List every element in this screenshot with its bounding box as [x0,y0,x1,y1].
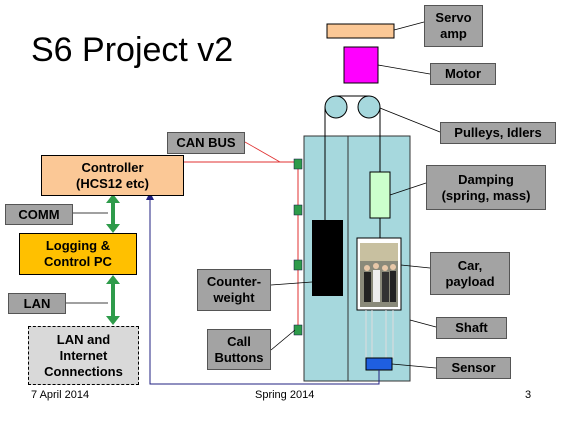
feedback-line [149,198,380,385]
lan-internet-label: LAN and Internet Connections [44,331,123,379]
controller-box: Controller (HCS12 etc) [41,155,184,196]
call-button-1 [293,158,303,170]
footer-center: Spring 2014 [255,389,315,401]
servo-amp-label: Servo amp [435,10,472,41]
footer-date: 7 April 2014 [31,389,90,401]
pulleys-box: Pulleys, Idlers [440,122,556,144]
logging-pc-box: Logging & Control PC [19,233,137,275]
lan-internet-box: LAN and Internet Connections [28,326,139,385]
call-buttons-label: Call Buttons [214,333,264,365]
call-button-3 [293,259,303,271]
damping-label: Damping (spring, mass) [441,171,531,203]
comm-box: COMM [5,204,73,225]
logging-pc-label: Logging & Control PC [44,238,112,269]
page-number: 3 [525,389,532,401]
comm-label: COMM [18,206,60,222]
lan-label: LAN [23,295,51,311]
shaft-box: Shaft [436,317,507,339]
slide-title: S6 Project v2 [31,31,234,69]
pulley-left [324,95,348,119]
can-bus-box: CAN BUS [167,132,245,154]
call-buttons-box: Call Buttons [207,329,271,370]
sensor-label: Sensor [451,360,496,375]
motor-block [343,46,379,84]
car-payload-label: Car, payload [445,257,495,289]
servo-amp-box: Servo amp [424,5,483,47]
shaft-label: Shaft [455,320,488,335]
counterweight-block [312,220,343,296]
servo-amp-block [326,23,395,39]
sensor-box: Sensor [436,357,511,379]
counterweight-label: Counter- weight [206,274,262,305]
pulleys-label: Pulleys, Idlers [454,125,542,140]
damping-box: Damping (spring, mass) [426,165,546,210]
car-payload-box: Car, payload [430,252,510,295]
motor-box: Motor [430,63,496,85]
controller-label: Controller (HCS12 etc) [76,159,149,191]
call-button-2 [293,204,303,216]
sensor-block [365,357,393,371]
can-bus-label: CAN BUS [176,135,236,150]
motor-label: Motor [444,66,482,81]
pulley-right [357,95,381,119]
counterweight-box: Counter- weight [197,269,271,311]
lan-box: LAN [8,293,66,314]
damping-block [369,171,391,219]
call-button-4 [293,324,303,336]
